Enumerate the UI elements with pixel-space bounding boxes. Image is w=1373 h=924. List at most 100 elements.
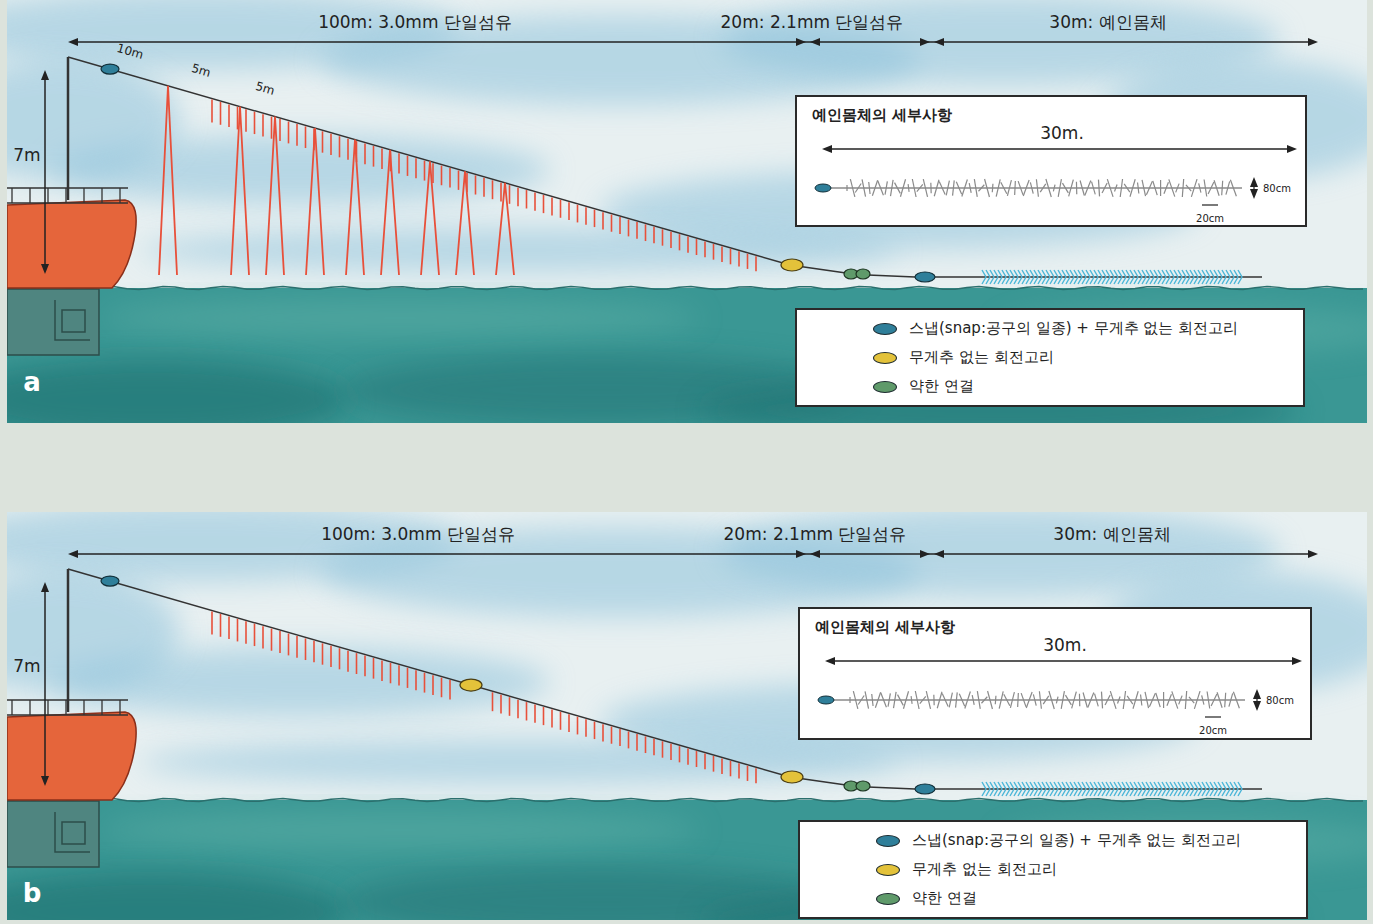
towed-body	[1078, 270, 1082, 284]
streamer	[517, 700, 519, 719]
towed-body-strand	[969, 183, 971, 193]
arrow-head	[68, 38, 78, 46]
towed-body	[1062, 270, 1066, 284]
towed-body-strand	[1124, 184, 1130, 192]
towed-body	[1006, 782, 1010, 796]
streamer	[313, 641, 315, 662]
towed-body-strand	[988, 691, 993, 709]
towed-body-strand	[1065, 695, 1071, 705]
towed-body-strand	[1102, 183, 1107, 193]
streamer	[653, 739, 655, 756]
towed-body	[1122, 782, 1126, 796]
towed-body	[1062, 782, 1066, 796]
streamer	[449, 680, 451, 700]
dimension-arrow	[829, 660, 1298, 662]
towed-body-strand	[869, 182, 870, 194]
towed-body-strand	[933, 695, 935, 705]
snap-swivel	[815, 184, 831, 192]
legend-entry: 약한 연결	[873, 372, 1289, 401]
towed-body	[1170, 782, 1174, 796]
streamer	[551, 709, 553, 727]
streamer	[738, 251, 740, 266]
length-label: 10m	[115, 42, 145, 62]
rail-post	[29, 188, 30, 203]
towed-body	[1154, 782, 1158, 796]
streamer	[534, 193, 536, 211]
towed-body	[1110, 782, 1114, 796]
arrow-head	[822, 145, 832, 153]
towed-body	[986, 782, 990, 796]
streamer-triangle	[266, 117, 284, 275]
streamer	[577, 205, 579, 223]
towed-body	[1214, 270, 1218, 284]
streamer	[636, 222, 638, 239]
streamer	[288, 122, 290, 144]
towed-body	[1078, 782, 1082, 796]
streamer	[432, 163, 434, 183]
towed-body	[1206, 270, 1210, 284]
towed-body-strand	[1088, 693, 1094, 708]
towed-body-strand	[937, 692, 942, 709]
towed-body-strand	[1101, 692, 1102, 709]
legend-text: 스냅(snap:공구의 일종) + 무게추 없는 회전고리	[909, 319, 1238, 338]
dimension-label: 80cm	[1263, 183, 1291, 194]
sky-wash	[140, 228, 900, 272]
towed-body-strand	[1040, 184, 1046, 192]
towed-body-strand	[996, 179, 1000, 196]
streamer	[551, 197, 553, 215]
towed-body	[1202, 782, 1206, 796]
pier-detail	[55, 300, 90, 340]
towed-body	[1226, 782, 1230, 796]
mainline	[68, 569, 790, 777]
towed-body	[1098, 782, 1102, 796]
streamer-triangle	[306, 128, 324, 275]
mainline	[68, 57, 790, 265]
streamer	[330, 646, 332, 667]
detail-box: 예인몸체의 세부사항30m.80cm20cm	[795, 95, 1307, 227]
towed-body	[1022, 270, 1026, 284]
height-label: 7m	[13, 146, 40, 165]
towed-body	[1038, 270, 1042, 284]
arrow-head	[810, 38, 820, 46]
streamer	[500, 183, 502, 202]
towed-body	[1206, 782, 1210, 796]
streamer	[279, 119, 281, 141]
rail-post	[29, 700, 30, 715]
towed-body-strand	[1014, 181, 1016, 195]
towed-body-strand	[1046, 179, 1051, 197]
streamer-triangle	[421, 161, 439, 275]
streamer	[611, 215, 613, 232]
towed-body-strand	[908, 184, 910, 192]
towed-body	[1038, 782, 1042, 796]
towed-body	[1082, 270, 1086, 284]
height-arrow	[44, 74, 46, 270]
towed-body-strand	[1211, 694, 1217, 706]
streamer	[475, 175, 477, 194]
dimension-label: 30m.	[1040, 124, 1084, 143]
streamer	[645, 224, 647, 241]
streamer	[611, 727, 613, 744]
towed-body-strand	[926, 691, 930, 709]
streamer	[364, 656, 366, 677]
towed-body-strand	[1115, 185, 1118, 192]
height-label: 7m	[13, 657, 40, 676]
streamer	[594, 722, 596, 739]
legend-text: 스냅(snap:공구의 일종) + 무게추 없는 회전고리	[912, 831, 1241, 850]
towed-body	[1218, 270, 1222, 284]
towed-body	[1118, 270, 1122, 284]
arrow-head	[934, 38, 944, 46]
towed-body	[1086, 782, 1090, 796]
streamer	[687, 749, 689, 765]
streamer	[271, 117, 273, 139]
towed-body-strand	[974, 179, 977, 197]
towed-body-strand	[923, 179, 927, 197]
streamer	[560, 712, 562, 730]
towed-body-strand	[942, 693, 948, 706]
towed-body-strand	[885, 181, 887, 194]
streamer	[526, 190, 528, 208]
towed-body	[1130, 782, 1134, 796]
snap-swivel	[915, 784, 935, 794]
rail-post	[83, 700, 84, 715]
towed-body	[1158, 270, 1162, 284]
